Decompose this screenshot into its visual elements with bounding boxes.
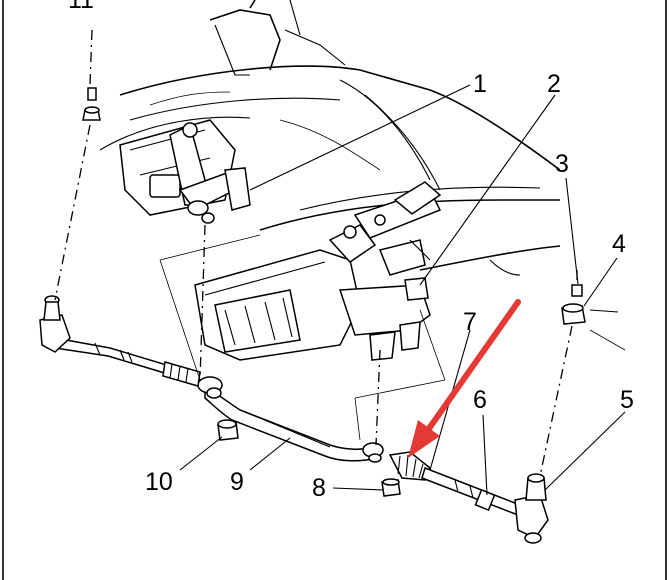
crossmember-assembly <box>194 181 442 361</box>
leader-3 <box>565 177 579 285</box>
fasteners <box>82 87 619 497</box>
leader-4 <box>583 257 618 307</box>
leader-9 <box>249 437 291 471</box>
callout-2: 2 <box>547 70 561 98</box>
leader-10 <box>179 436 223 471</box>
highlight-arrow <box>408 299 521 458</box>
callout-10: 10 <box>145 468 173 496</box>
relay-rod <box>197 376 384 463</box>
leader-6 <box>482 414 488 496</box>
left-tie-rod <box>39 295 201 387</box>
right-tie-rod <box>388 451 549 544</box>
steering-gear-assembly <box>119 119 251 224</box>
centerlines <box>54 29 626 477</box>
callout-labels: 1 2 3 4 5 6 7 8 9 10 11 <box>68 0 634 502</box>
frame-outline <box>99 0 561 276</box>
callout-1: 1 <box>473 70 487 98</box>
callout-7: 7 <box>463 308 477 336</box>
callout-11: 11 <box>68 0 94 14</box>
leader-1 <box>249 84 471 191</box>
leader-2 <box>419 94 556 286</box>
leader-8 <box>332 487 384 491</box>
callout-5: 5 <box>620 386 634 414</box>
leader-5 <box>544 411 626 491</box>
callout-6: 6 <box>473 386 487 414</box>
callout-4: 4 <box>612 230 626 258</box>
callout-8: 8 <box>312 474 326 502</box>
callout-3: 3 <box>555 150 569 178</box>
callout-9: 9 <box>230 468 244 496</box>
